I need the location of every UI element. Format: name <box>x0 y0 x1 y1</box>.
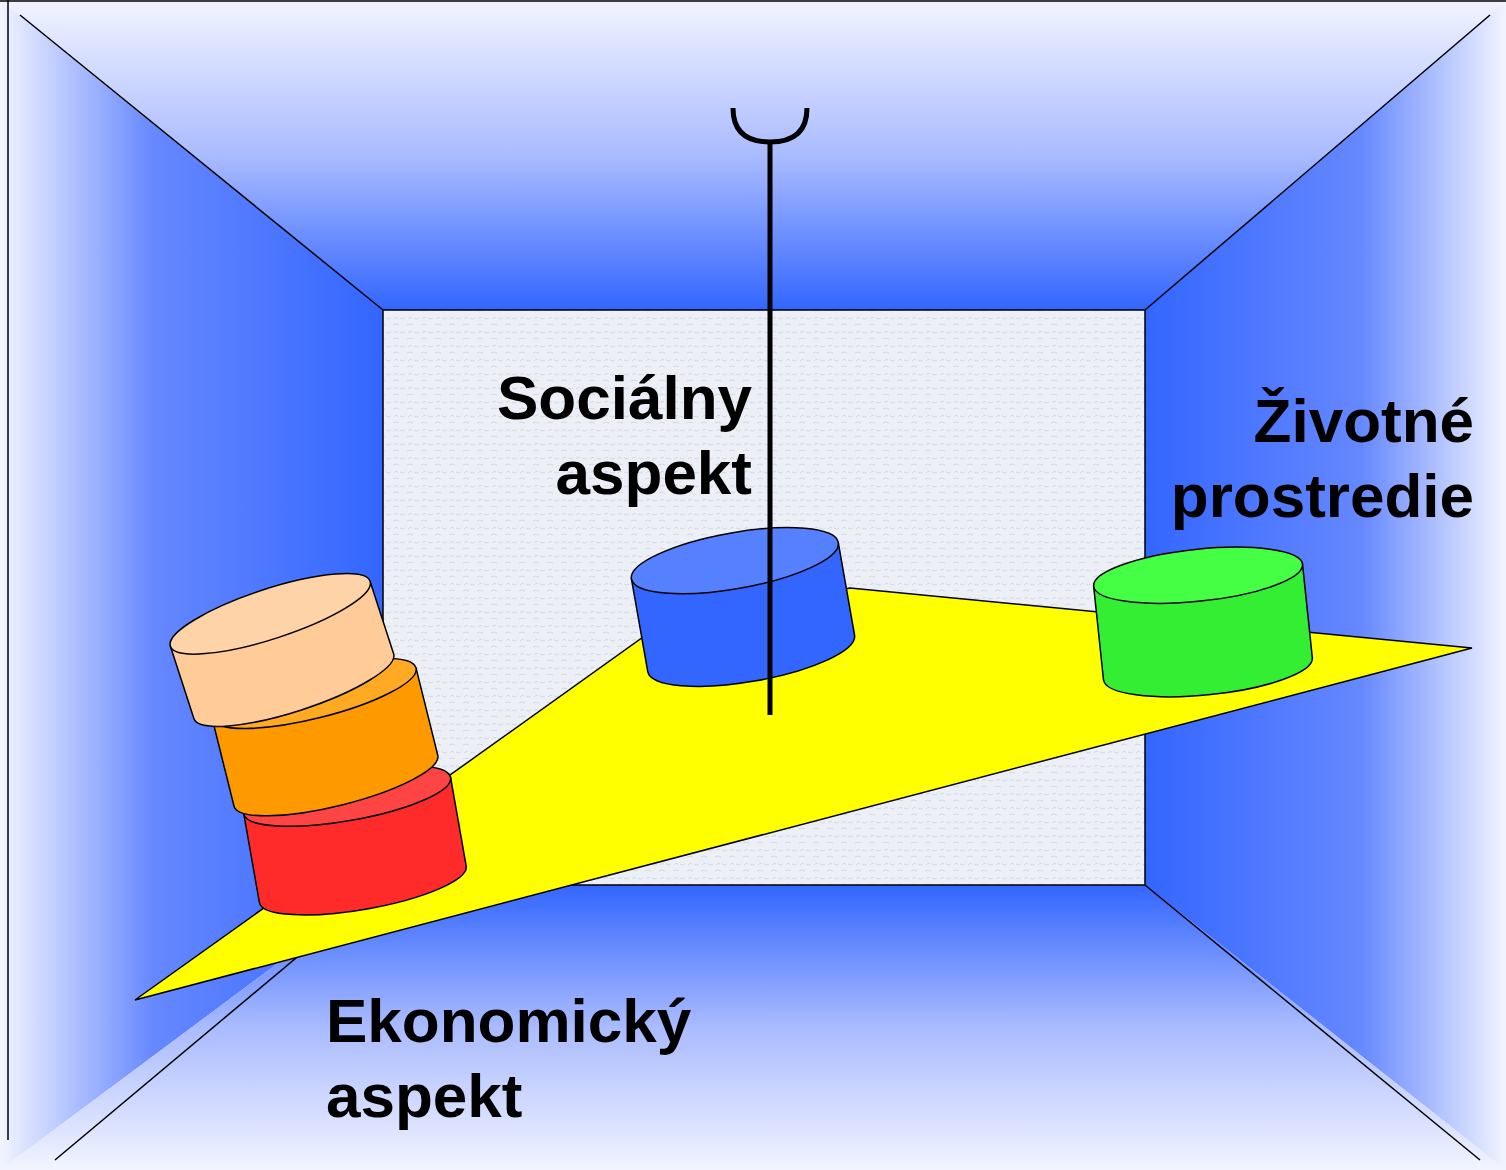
environment-label: Životné prostredie <box>1154 383 1474 533</box>
social-label: Sociálny aspekt <box>472 360 752 510</box>
economic-label: Ekonomický aspekt <box>326 983 716 1133</box>
